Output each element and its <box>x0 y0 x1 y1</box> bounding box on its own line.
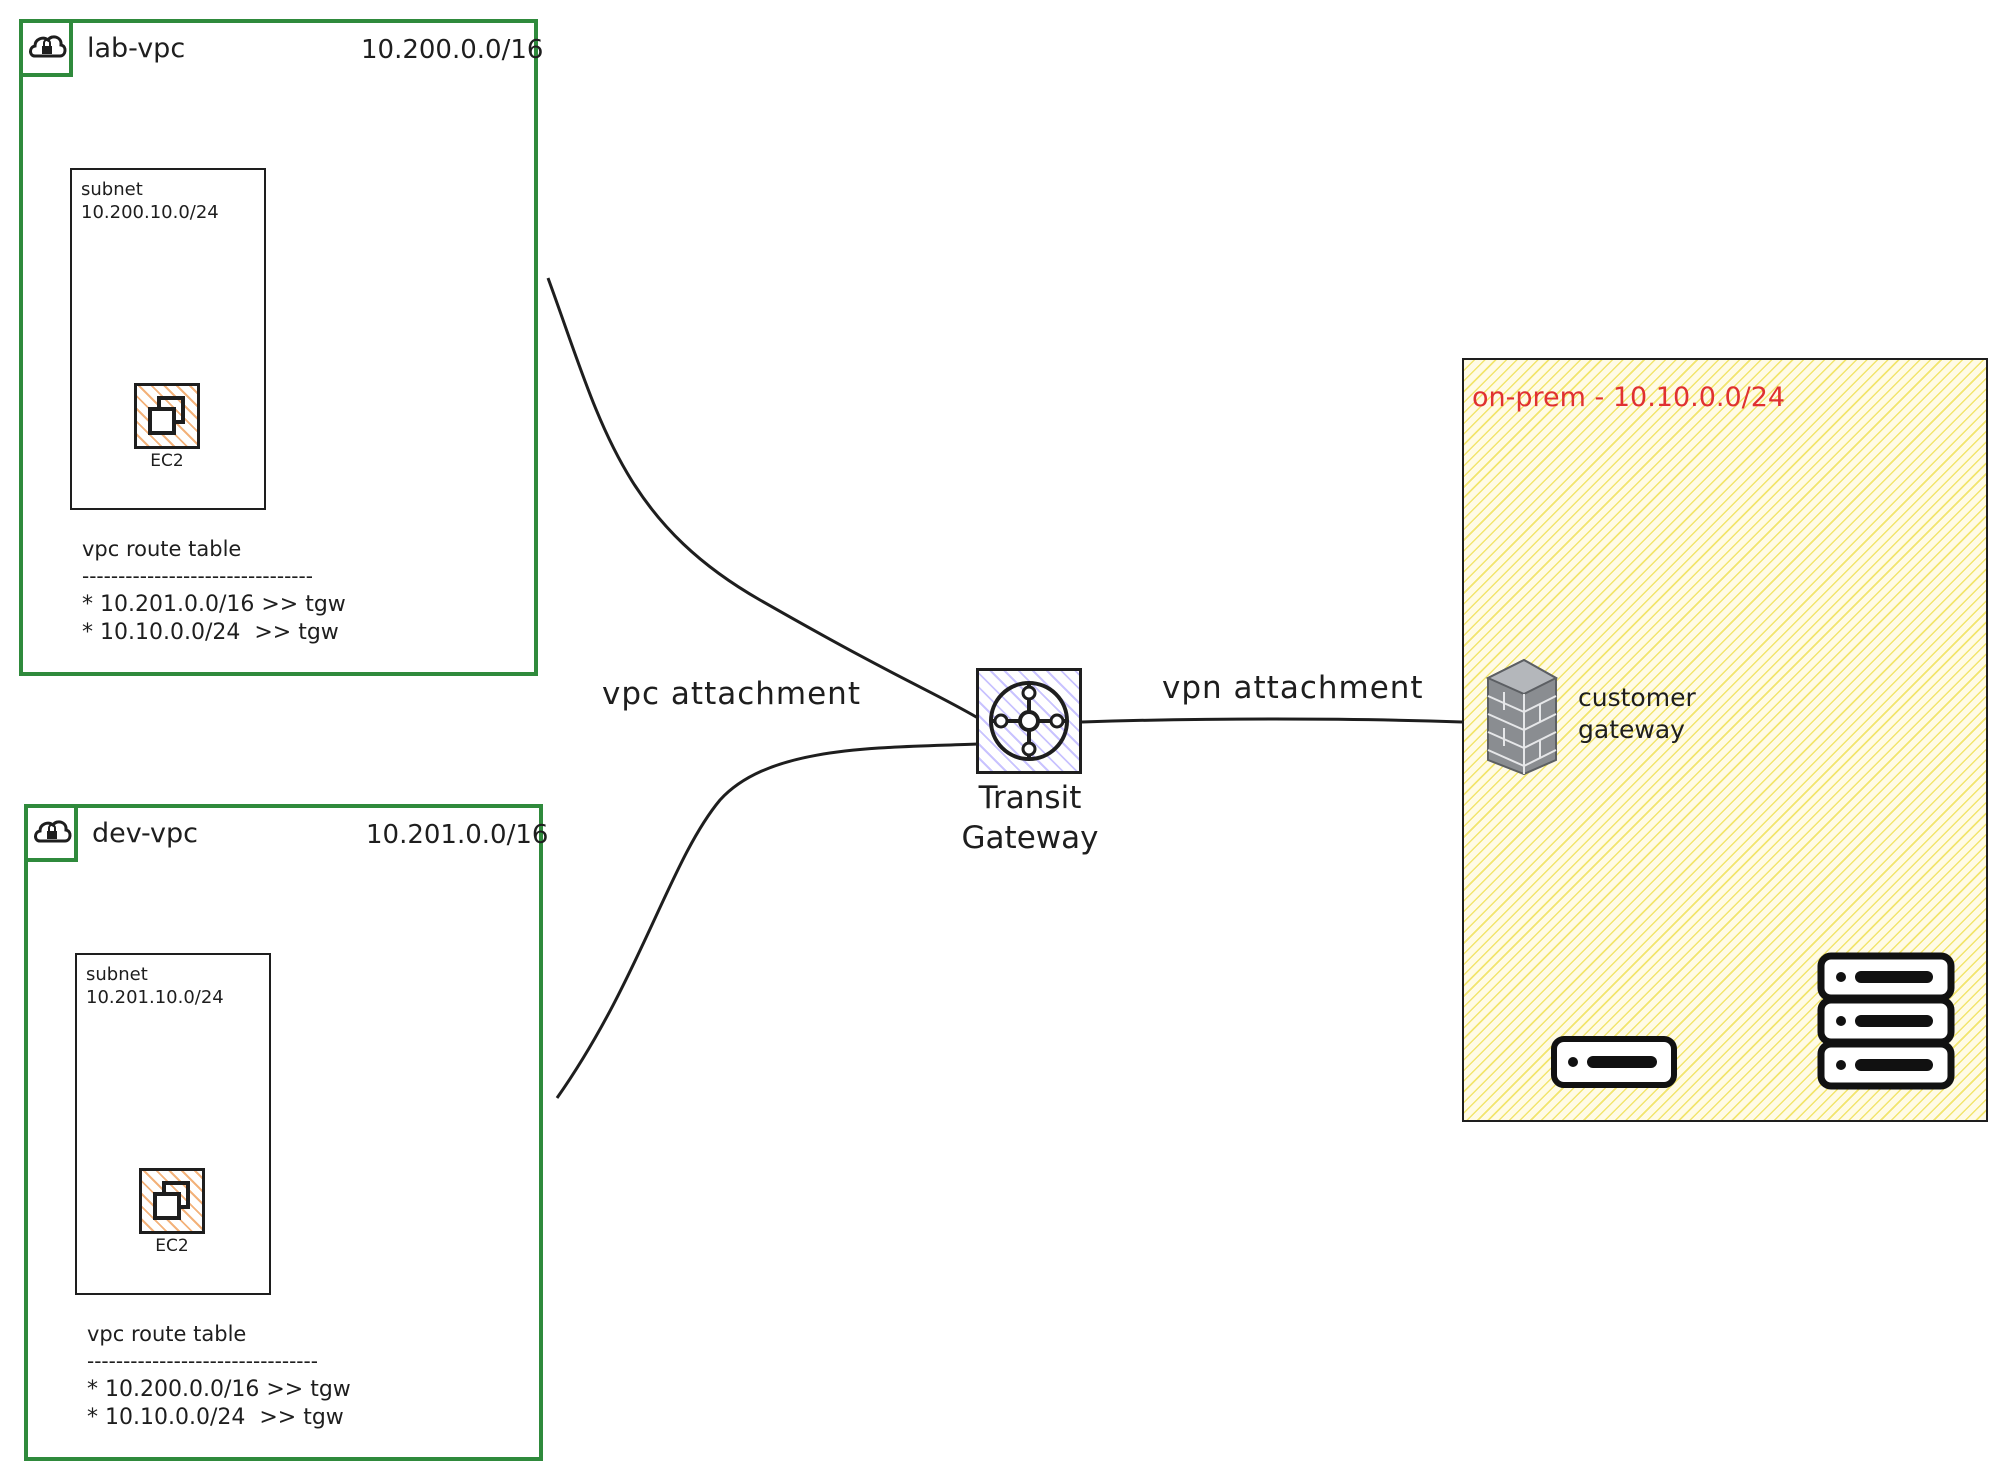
route-table-row: * 10.10.0.0/24 >> tgw <box>87 1405 344 1430</box>
route-table-row: * 10.200.0.0/16 >> tgw <box>87 1377 351 1402</box>
vpc-cidr: 10.200.0.0/16 <box>361 35 544 65</box>
customer-gateway-label: customer gateway <box>1578 682 1696 746</box>
vpc-cloud-lock-icon <box>34 820 72 843</box>
subnet-box: subnet 10.201.10.0/24 EC2 <box>75 953 271 1295</box>
subnet-label: subnet <box>86 964 148 985</box>
dev-vpc-container: dev-vpc 10.201.0.0/16 subnet 10.201.10.0… <box>24 804 548 1461</box>
subnet-label: subnet <box>81 179 143 200</box>
route-table-row: * 10.201.0.0/16 >> tgw <box>82 592 346 617</box>
firewall-icon[interactable] <box>1484 656 1560 776</box>
route-table-row: * 10.10.0.0/24 >> tgw <box>82 620 339 645</box>
vpc-name: dev-vpc <box>92 818 198 849</box>
ec2-label: EC2 <box>150 451 184 471</box>
lab-vpc-attachment-line <box>546 277 979 720</box>
single-server-icon[interactable] <box>1551 1036 1677 1088</box>
ec2-instance-icon <box>148 396 185 435</box>
vpn-attachment-label: vpn attachment <box>1162 670 1424 706</box>
transit-gateway[interactable] <box>976 668 1082 774</box>
route-table-title: vpc route table <box>87 1322 247 1346</box>
route-table-separator: -------------------------------- <box>87 1349 318 1373</box>
route-table-title: vpc route table <box>82 537 242 561</box>
cg-label-line1: customer <box>1578 683 1696 712</box>
subnet-cidr: 10.200.10.0/24 <box>81 202 219 223</box>
ec2-instance-icon <box>153 1181 190 1220</box>
ec2-instance[interactable] <box>139 1168 205 1234</box>
route-table-separator: -------------------------------- <box>82 564 313 588</box>
vpn-attachment-line <box>1081 717 1463 724</box>
transit-gateway-icon <box>989 681 1069 761</box>
vpc-cidr: 10.201.0.0/16 <box>366 820 549 850</box>
onprem-title: on-prem - 10.10.0.0/24 <box>1472 382 1786 413</box>
dev-vpc-icon-box <box>24 804 78 862</box>
tgw-label-line2: Gateway <box>961 820 1099 856</box>
vpc-attachment-label: vpc attachment <box>602 676 861 712</box>
lab-vpc-container: lab-vpc 10.200.0.0/16 subnet 10.200.10.0… <box>19 19 543 676</box>
subnet-box: subnet 10.200.10.0/24 EC2 <box>70 168 266 510</box>
vpc-cloud-lock-icon <box>29 35 67 58</box>
ec2-instance[interactable] <box>134 383 200 449</box>
cg-label-line2: gateway <box>1578 715 1685 744</box>
lab-vpc-icon-box <box>19 19 73 77</box>
transit-gateway-label: Transit Gateway <box>945 778 1115 858</box>
vpc-name: lab-vpc <box>87 33 186 64</box>
server-rack-icon[interactable] <box>1817 952 1955 1090</box>
subnet-cidr: 10.201.10.0/24 <box>86 987 224 1008</box>
dev-vpc-attachment-line <box>555 742 979 1099</box>
ec2-label: EC2 <box>155 1236 189 1256</box>
tgw-label-line1: Transit <box>978 780 1082 816</box>
